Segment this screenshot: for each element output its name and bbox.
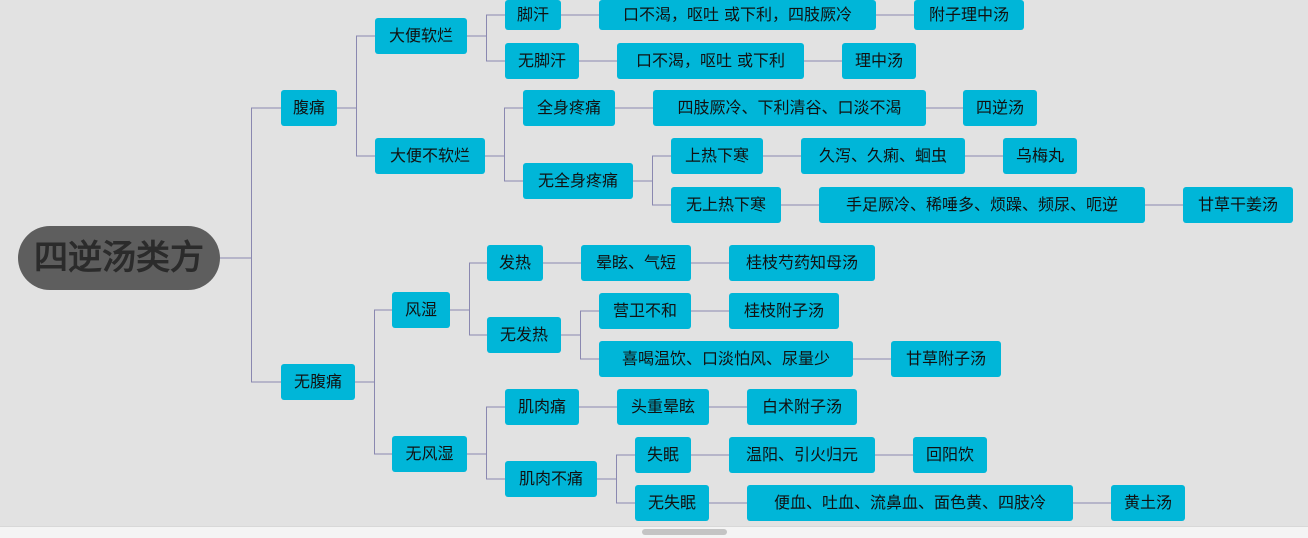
symptom-muscle-pain[interactable]: 头重晕眩 [617,389,709,425]
connector-root-node-to-node-abdominal-pain [220,107,281,259]
connector-node-not-loose-stool-to-node-body-pain [485,107,523,157]
node-no-body-pain[interactable]: 无全身疼痛 [523,163,633,199]
node-no-foot-sweat[interactable]: 无脚汗 [505,43,579,79]
node-no-abdominal-pain[interactable]: 无腹痛 [281,364,355,400]
connector-node-loose-stool-to-node-foot-sweat [467,14,505,37]
symptom-insomnia[interactable]: 温阳、引火归元 [729,437,875,473]
connector-node-no-body-pain-to-node-no-upper-heat [633,180,671,206]
node-body-pain[interactable]: 全身疼痛 [523,90,615,126]
symptom-no-upper-heat[interactable]: 手足厥冷、稀唾多、烦躁、频尿、呃逆 [819,187,1145,223]
mind-map-canvas: 四逆汤类方 腹痛 无腹痛 大便软烂 大便不软烂 风湿 无风湿 脚汗 无脚汗 全身… [0,0,1308,526]
node-insomnia[interactable]: 失眠 [635,437,691,473]
node-foot-sweat[interactable]: 脚汗 [505,0,561,30]
symptom-warm-drink[interactable]: 喜喝温饮、口淡怕风、尿量少 [599,341,853,377]
node-no-upper-heat[interactable]: 无上热下寒 [671,187,781,223]
symptom-body-pain[interactable]: 四肢厥冷、下利清谷、口淡不渴 [653,90,926,126]
formula-lizhong[interactable]: 理中汤 [842,43,916,79]
connector-node-no-muscle-pain-to-node-no-insomnia [597,478,635,504]
connector-node-no-fever-to-symptom-ying-wei [561,310,599,336]
formula-baizhu-fuzi[interactable]: 白术附子汤 [747,389,857,425]
connector-node-abdominal-pain-to-node-loose-stool [337,35,375,109]
node-no-muscle-pain[interactable]: 肌肉不痛 [505,461,597,497]
formula-guizhi-fuzi[interactable]: 桂枝附子汤 [729,293,839,329]
horizontal-scrollbar[interactable] [0,526,1308,538]
symptom-no-foot-sweat[interactable]: 口不渴，呕吐 或下利 [617,43,804,79]
symptom-no-insomnia[interactable]: 便血、吐血、流鼻血、面色黄、四肢冷 [747,485,1073,521]
scrollbar-thumb[interactable] [642,529,727,535]
formula-sini[interactable]: 四逆汤 [963,90,1037,126]
root-node[interactable]: 四逆汤类方 [18,226,220,290]
symptom-upper-heat[interactable]: 久泻、久痢、蛔虫 [801,138,965,174]
node-no-wind-damp[interactable]: 无风湿 [392,436,467,472]
node-not-loose-stool[interactable]: 大便不软烂 [375,138,485,174]
formula-gancao-ganjiang[interactable]: 甘草干姜汤 [1183,187,1293,223]
formula-fuzi-lizhong[interactable]: 附子理中汤 [914,0,1024,30]
node-muscle-pain[interactable]: 肌肉痛 [505,389,579,425]
connector-node-loose-stool-to-node-no-foot-sweat [467,35,505,62]
connector-node-no-abdominal-pain-to-node-no-wind-damp [355,381,392,455]
connector-root-node-to-node-no-abdominal-pain [220,257,281,383]
symptom-ying-wei[interactable]: 营卫不和 [599,293,691,329]
node-abdominal-pain[interactable]: 腹痛 [281,90,337,126]
symptom-fever[interactable]: 晕眩、气短 [581,245,691,281]
formula-gancao-fuzi[interactable]: 甘草附子汤 [891,341,1001,377]
connector-node-wind-damp-to-node-fever [450,262,487,311]
node-no-insomnia[interactable]: 无失眠 [635,485,709,521]
connector-node-no-fever-to-symptom-warm-drink [561,334,599,360]
connector-node-no-abdominal-pain-to-node-wind-damp [355,309,392,383]
node-upper-heat[interactable]: 上热下寒 [671,138,763,174]
node-wind-damp[interactable]: 风湿 [392,292,450,328]
node-fever[interactable]: 发热 [487,245,543,281]
node-no-fever[interactable]: 无发热 [487,317,561,353]
connector-node-no-wind-damp-to-node-no-muscle-pain [467,453,505,480]
symptom-foot-sweat[interactable]: 口不渴，呕吐 或下利，四肢厥冷 [599,0,876,30]
connector-node-abdominal-pain-to-node-not-loose-stool [337,107,375,157]
connector-node-no-muscle-pain-to-node-insomnia [597,454,635,480]
connector-node-no-body-pain-to-node-upper-heat [633,155,671,182]
formula-guizhi-shaoyao-zhimu[interactable]: 桂枝芍药知母汤 [729,245,875,281]
formula-huiyang[interactable]: 回阳饮 [913,437,987,473]
connector-node-not-loose-stool-to-node-no-body-pain [485,155,523,182]
formula-wumei[interactable]: 乌梅丸 [1003,138,1077,174]
node-loose-stool[interactable]: 大便软烂 [375,18,467,54]
connector-node-no-wind-damp-to-node-muscle-pain [467,406,505,455]
connector-node-wind-damp-to-node-no-fever [450,309,487,336]
mind-map-connectors [220,14,1183,504]
formula-huangtu[interactable]: 黄土汤 [1111,485,1185,521]
